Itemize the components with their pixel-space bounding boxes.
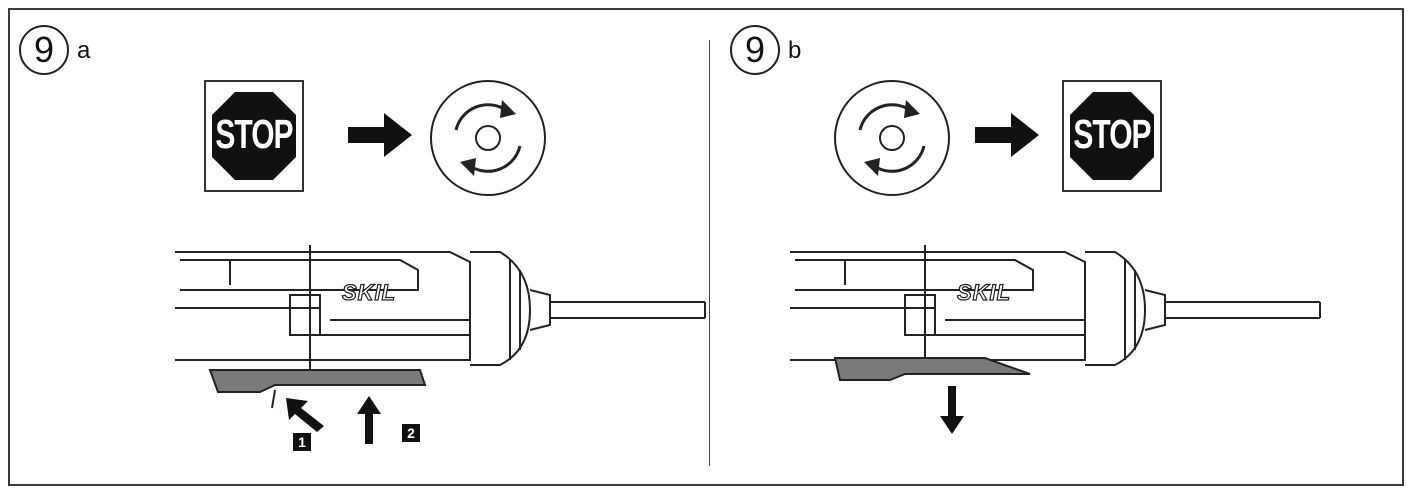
stop-text: STOP xyxy=(1073,113,1151,158)
panel-letter: b xyxy=(788,37,802,64)
figure-number-badge: 9 xyxy=(730,25,780,75)
step-1-badge: 1 xyxy=(293,433,311,451)
right-arrow-icon xyxy=(348,113,412,157)
cordless-screwdriver-icon xyxy=(790,245,1321,381)
figure-number-badge: 9 xyxy=(19,25,69,75)
down-arrow-icon xyxy=(940,386,964,434)
stop-sign-icon: STOP xyxy=(1062,80,1162,192)
rotation-icon xyxy=(430,80,546,196)
brand-logo: SKIL xyxy=(956,279,1012,305)
cordless-screwdriver-icon xyxy=(175,245,706,409)
stop-text: STOP xyxy=(215,113,293,158)
up-arrow-icon xyxy=(357,396,381,444)
diagonal-arrow-icon xyxy=(286,398,324,432)
right-arrow-icon xyxy=(975,113,1039,157)
panel-letter: a xyxy=(77,37,91,64)
panel-divider xyxy=(709,40,710,466)
brand-logo: SKIL xyxy=(341,279,397,305)
rotation-icon xyxy=(834,80,950,196)
step-2-badge: 2 xyxy=(402,424,420,442)
stop-sign-icon: STOP xyxy=(204,80,304,192)
figure-frame xyxy=(8,8,1404,486)
